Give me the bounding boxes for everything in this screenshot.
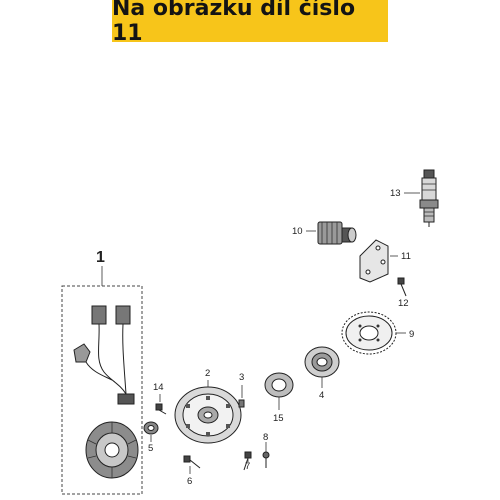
label-part-1: 1: [96, 249, 105, 266]
nut-part-5[interactable]: [143, 421, 159, 442]
label-part-13: 13: [390, 188, 401, 199]
label-part-8: 8: [263, 432, 268, 443]
label-part-7: 7: [245, 461, 250, 472]
ring-gear-part[interactable]: [341, 311, 406, 355]
flywheel-rotor-part[interactable]: [174, 380, 242, 444]
starter-gear-part[interactable]: [306, 221, 357, 245]
spark-plug-part[interactable]: [404, 169, 439, 227]
label-part-3: 3: [239, 372, 244, 383]
label-part-12: 12: [398, 298, 409, 309]
label-part-4: 4: [319, 390, 324, 401]
label-part-2: 2: [205, 368, 210, 379]
bracket-part[interactable]: [359, 239, 398, 283]
label-part-6: 6: [187, 476, 192, 487]
label-part-14: 14: [153, 382, 164, 393]
label-part-9: 9: [409, 329, 414, 340]
bolt-part-6[interactable]: [183, 455, 201, 474]
stator-assembly-part[interactable]: [61, 266, 143, 495]
bolt-part-12[interactable]: [397, 277, 407, 297]
label-part-5: 5: [148, 443, 153, 454]
label-part-10: 10: [292, 226, 303, 237]
label-part-11: 11: [401, 251, 411, 262]
part-number-banner: Na obrázku díl číslo 11: [112, 0, 388, 46]
label-part-15: 15: [273, 413, 284, 424]
washer-part-15[interactable]: [264, 372, 294, 410]
starter-clutch-part[interactable]: [304, 346, 340, 388]
key-part-3[interactable]: [238, 385, 245, 408]
bolt-part-14[interactable]: [155, 394, 167, 415]
bolt-part-7[interactable]: [243, 451, 252, 471]
banner-text: Na obrázku díl číslo 11: [112, 0, 356, 46]
screw-part-8[interactable]: [262, 442, 270, 468]
